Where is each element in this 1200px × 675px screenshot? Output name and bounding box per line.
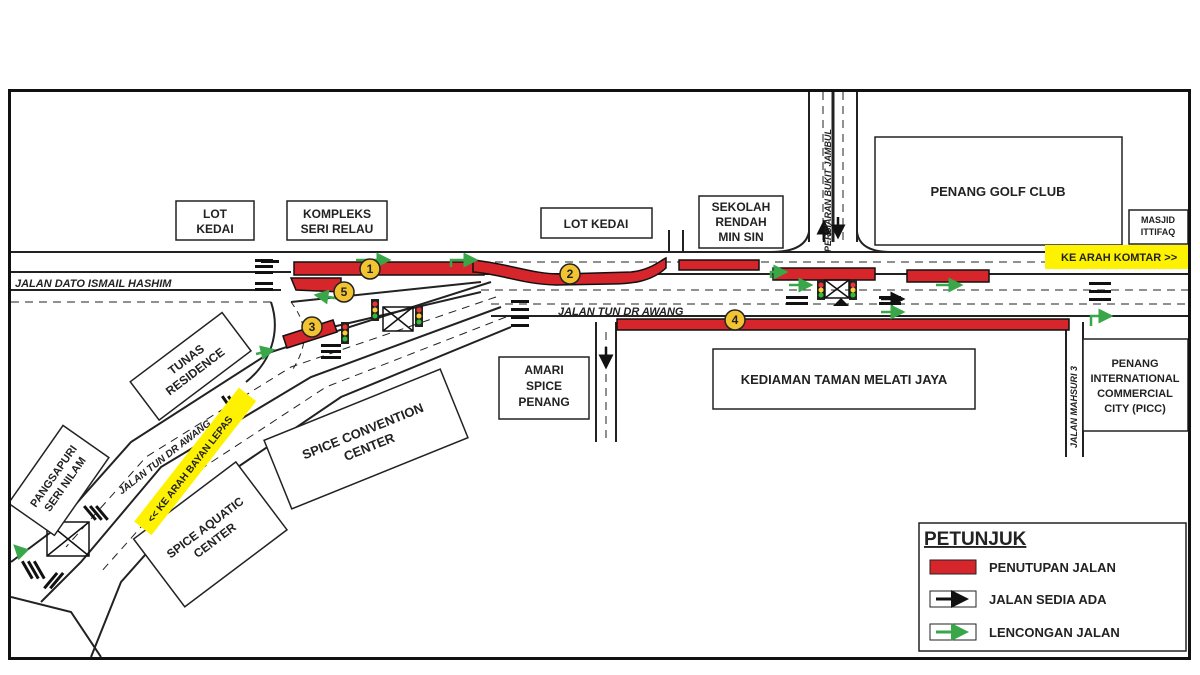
label-kompleks: SERI RELAU	[301, 222, 374, 236]
marker-5: 5	[333, 281, 355, 303]
road-label-mahsuri: JALAN MAHSURI 3	[1069, 366, 1079, 448]
svg-text:3: 3	[309, 320, 316, 334]
label-kediaman: KEDIAMAN TAMAN MELATI JAYA	[741, 372, 948, 387]
label-picc: INTERNATIONAL	[1090, 373, 1179, 385]
existing-flow-arrows	[598, 217, 906, 370]
label-golf: PENANG GOLF CLUB	[930, 184, 1065, 199]
building-spice-aquatic	[132, 460, 289, 608]
label-sekolah: RENDAH	[715, 215, 766, 229]
traffic-light-icon	[849, 280, 857, 300]
label-picc: COMMERCIAL	[1097, 388, 1173, 400]
marker-2: 2	[559, 263, 581, 285]
building-picc	[1082, 338, 1188, 432]
closure-2c	[772, 267, 876, 281]
traffic-light-icon	[415, 305, 423, 327]
building-golf	[874, 136, 1123, 246]
building-lot-kedai-1	[175, 200, 255, 241]
map-frame: LOT KEDAI KOMPLEKS SERI RELAU LOT KEDAI …	[8, 89, 1191, 660]
label-lot-kedai-1: KEDAI	[196, 222, 233, 236]
svg-text:2: 2	[567, 267, 574, 281]
label-amari: PENANG	[518, 395, 569, 409]
label-amari: SPICE	[526, 379, 562, 393]
label-masjid: ITTIFAQ	[1141, 227, 1176, 237]
closure-markers: 1 2 3 4 5	[301, 258, 746, 338]
svg-text:4: 4	[732, 313, 739, 327]
closure-4	[616, 318, 1070, 331]
road-closures	[282, 256, 1070, 349]
road-label-dato-ismail: JALAN DATO ISMAIL HASHIM	[15, 278, 172, 290]
marker-4: 4	[724, 309, 746, 331]
triangle-icon	[833, 298, 849, 306]
label-lot-kedai-1: LOT	[203, 207, 228, 221]
legend: PETUNJUK PENUTUPAN JALAN JALAN SEDIA ADA…	[918, 522, 1187, 652]
building-kompleks	[286, 200, 388, 241]
closure-1	[293, 261, 485, 276]
label-sekolah: MIN SIN	[718, 230, 763, 244]
junction-box-icon	[382, 306, 414, 332]
legend-title: PETUNJUK	[924, 529, 1027, 550]
traffic-light-icon	[371, 299, 379, 321]
building-spice-convention	[263, 368, 469, 510]
closure-2d	[906, 269, 990, 283]
legend-item-existing: JALAN SEDIA ADA	[989, 592, 1107, 607]
road-label-persiaran: PERSIARAN BUKIT JAMBUL	[823, 129, 833, 252]
closure-2b	[678, 259, 760, 271]
closure-2	[472, 256, 667, 286]
building-kediaman	[712, 348, 976, 410]
marker-1: 1	[359, 258, 381, 280]
svg-text:1: 1	[367, 262, 374, 276]
traffic-light-icon	[817, 280, 825, 300]
traffic-light-icon	[341, 322, 349, 344]
building-tunas	[129, 311, 253, 422]
building-pangsapuri	[11, 424, 110, 537]
label-sekolah: SEKOLAH	[712, 200, 771, 214]
building-lot-kedai-2	[540, 207, 653, 239]
buildings	[11, 136, 1188, 608]
label-lot-kedai-2: LOT KEDAI	[564, 217, 629, 231]
legend-closure-swatch	[929, 559, 977, 575]
junction-box-icon	[824, 279, 850, 299]
direction-komtar: KE ARAH KOMTAR >>	[1045, 245, 1188, 269]
label-picc: CITY (PICC)	[1104, 403, 1166, 415]
road-label-tun-dr-awang: JALAN TUN DR AWANG	[558, 306, 684, 318]
building-masjid	[1128, 209, 1188, 245]
svg-text:5: 5	[341, 285, 348, 299]
direction-komtar-label: KE ARAH KOMTAR >>	[1061, 252, 1177, 264]
label-masjid: MASJID	[1141, 215, 1176, 225]
road-closure-map: LOT KEDAI KOMPLEKS SERI RELAU LOT KEDAI …	[11, 92, 1188, 657]
label-amari: AMARI	[524, 363, 563, 377]
building-sekolah	[698, 195, 784, 249]
label-kompleks: KOMPLEKS	[303, 207, 371, 221]
legend-item-diversion: LENCONGAN JALAN	[989, 625, 1120, 640]
marker-3: 3	[301, 316, 323, 338]
legend-item-closure: PENUTUPAN JALAN	[989, 560, 1116, 575]
label-picc: PENANG	[1111, 358, 1158, 370]
building-amari	[498, 356, 590, 420]
